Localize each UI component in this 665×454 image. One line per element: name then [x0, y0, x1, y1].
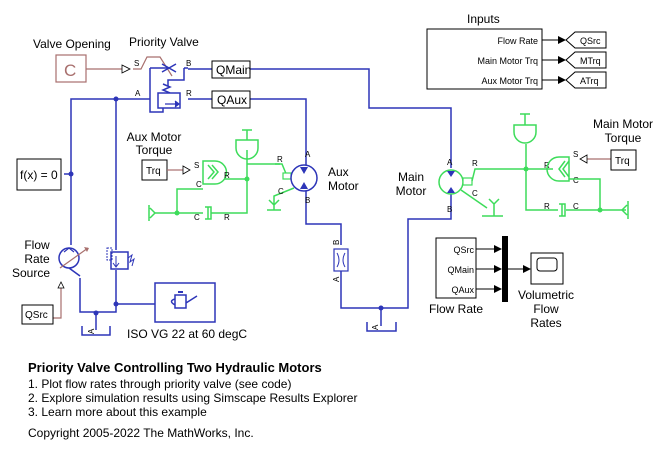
main-torque-constant[interactable]: Trq: [610, 149, 637, 171]
valve-opening-block[interactable]: Valve Opening C: [33, 37, 111, 83]
svg-text:S: S: [573, 150, 578, 159]
svg-text:Aux Motor Trq: Aux Motor Trq: [481, 76, 538, 86]
svg-text:Flow Rate: Flow Rate: [497, 36, 538, 46]
aux-torque-constant[interactable]: Trq: [141, 159, 168, 181]
solver-configuration-block[interactable]: f(x) = 0: [16, 158, 62, 191]
priority-valve-block[interactable]: Priority Valve A B R: [129, 35, 199, 113]
svg-text:B: B: [305, 196, 310, 205]
svg-text:Flow Rate: Flow Rate: [429, 302, 483, 316]
svg-text:B: B: [332, 240, 341, 245]
svg-text:QSrc: QSrc: [580, 36, 601, 46]
svg-text:A: A: [87, 328, 96, 334]
svg-text:QSrc: QSrc: [453, 245, 474, 255]
plot-flow-rates-link[interactable]: 1. Plot flow rates through priority valv…: [28, 377, 292, 391]
model-description: Priority Valve Controlling Two Hydraulic…: [28, 360, 358, 441]
tank-icon[interactable]: A: [81, 326, 111, 336]
svg-text:C: C: [573, 202, 579, 211]
svg-text:Volumetric: Volumetric: [518, 288, 574, 302]
svg-text:Rate: Rate: [24, 252, 50, 266]
svg-text:B: B: [186, 59, 191, 68]
model-title: Priority Valve Controlling Two Hydraulic…: [28, 360, 322, 375]
svg-text:MTrq: MTrq: [580, 56, 601, 66]
svg-text:S: S: [134, 59, 139, 68]
svg-text:QMain: QMain: [216, 63, 251, 77]
svg-text:Rates: Rates: [530, 316, 561, 330]
svg-text:Trq: Trq: [146, 166, 161, 177]
orifice-block[interactable]: B A: [332, 240, 349, 282]
svg-text:Trq: Trq: [615, 156, 630, 167]
hydraulic-lines: [64, 68, 452, 330]
goto-tags: QSrc MTrq ATrq: [542, 31, 607, 89]
svg-text:Aux: Aux: [328, 165, 349, 179]
svg-text:C: C: [573, 176, 579, 185]
tank-icon[interactable]: A: [366, 322, 397, 332]
flow-rate-source-block[interactable]: Flow Rate Source: [12, 238, 89, 319]
svg-text:A: A: [332, 276, 341, 282]
learn-more-link[interactable]: 3. Learn more about this example: [28, 405, 207, 419]
svg-text:Main Motor: Main Motor: [593, 117, 653, 131]
svg-text:R: R: [277, 155, 283, 164]
aux-mechanical-network: [148, 129, 295, 221]
svg-text:A: A: [447, 158, 453, 167]
scope-block[interactable]: Volumetric Flow Rates: [518, 252, 574, 330]
svg-text:Inputs: Inputs: [467, 12, 500, 26]
svg-text:C: C: [278, 187, 284, 196]
copyright: Copyright 2005-2022 The MathWorks, Inc.: [28, 426, 254, 440]
svg-text:R: R: [544, 202, 550, 211]
svg-text:R: R: [224, 213, 230, 222]
svg-text:Torque: Torque: [136, 143, 173, 157]
svg-text:B: B: [447, 205, 452, 214]
svg-text:C: C: [194, 213, 200, 222]
svg-text:f(x) = 0: f(x) = 0: [20, 168, 58, 182]
svg-text:R: R: [224, 171, 230, 180]
svg-text:Main: Main: [398, 170, 424, 184]
svg-text:Flow: Flow: [533, 302, 559, 316]
svg-text:C: C: [472, 189, 478, 198]
svg-text:QSrc: QSrc: [25, 310, 48, 321]
junction-dots: [68, 96, 384, 316]
fluid-properties-block[interactable]: ISO VG 22 at 60 degC: [127, 282, 247, 341]
svg-text:C: C: [196, 180, 202, 189]
svg-text:Motor: Motor: [328, 179, 359, 193]
svg-text:Main Motor Trq: Main Motor Trq: [477, 56, 538, 66]
svg-text:S: S: [194, 161, 199, 170]
svg-text:Aux Motor: Aux Motor: [127, 130, 182, 144]
from-qsrc[interactable]: QSrc: [21, 304, 54, 325]
svg-text:ATrq: ATrq: [580, 76, 599, 86]
svg-text:R: R: [472, 159, 478, 168]
goto-qmain[interactable]: QMain: [211, 60, 251, 79]
flow-rate-block[interactable]: QSrc QMain QAux Flow Rate: [429, 237, 483, 316]
svg-text:Flow: Flow: [24, 238, 50, 252]
svg-text:QAux: QAux: [217, 93, 247, 107]
main-mechanical-network: [460, 113, 629, 219]
goto-qaux[interactable]: QAux: [211, 90, 251, 109]
valve-opening-label: Valve Opening: [33, 37, 111, 51]
svg-text:A: A: [135, 89, 141, 98]
svg-text:A: A: [371, 324, 380, 330]
mux-block[interactable]: [502, 236, 508, 302]
inputs-block[interactable]: Inputs Flow Rate Main Motor Trq Aux Moto…: [426, 12, 543, 90]
svg-text:R: R: [186, 89, 192, 98]
svg-text:Source: Source: [12, 266, 50, 280]
svg-text:QMain: QMain: [447, 265, 474, 275]
svg-text:Motor: Motor: [396, 184, 427, 198]
valve-opening-value: C: [64, 61, 76, 80]
explore-results-link[interactable]: 2. Explore simulation results using Sims…: [28, 391, 358, 405]
main-motor-block[interactable]: Main Motor: [396, 169, 473, 198]
svg-text:QAux: QAux: [451, 285, 474, 295]
svg-text:ISO VG 22 at 60 degC: ISO VG 22 at 60 degC: [127, 327, 247, 341]
svg-text:Torque: Torque: [605, 131, 642, 145]
svg-text:A: A: [305, 150, 311, 159]
priority-valve-label: Priority Valve: [129, 35, 199, 49]
relief-valve-icon[interactable]: [106, 247, 135, 270]
aux-motor-block[interactable]: Aux Motor: [290, 164, 359, 193]
